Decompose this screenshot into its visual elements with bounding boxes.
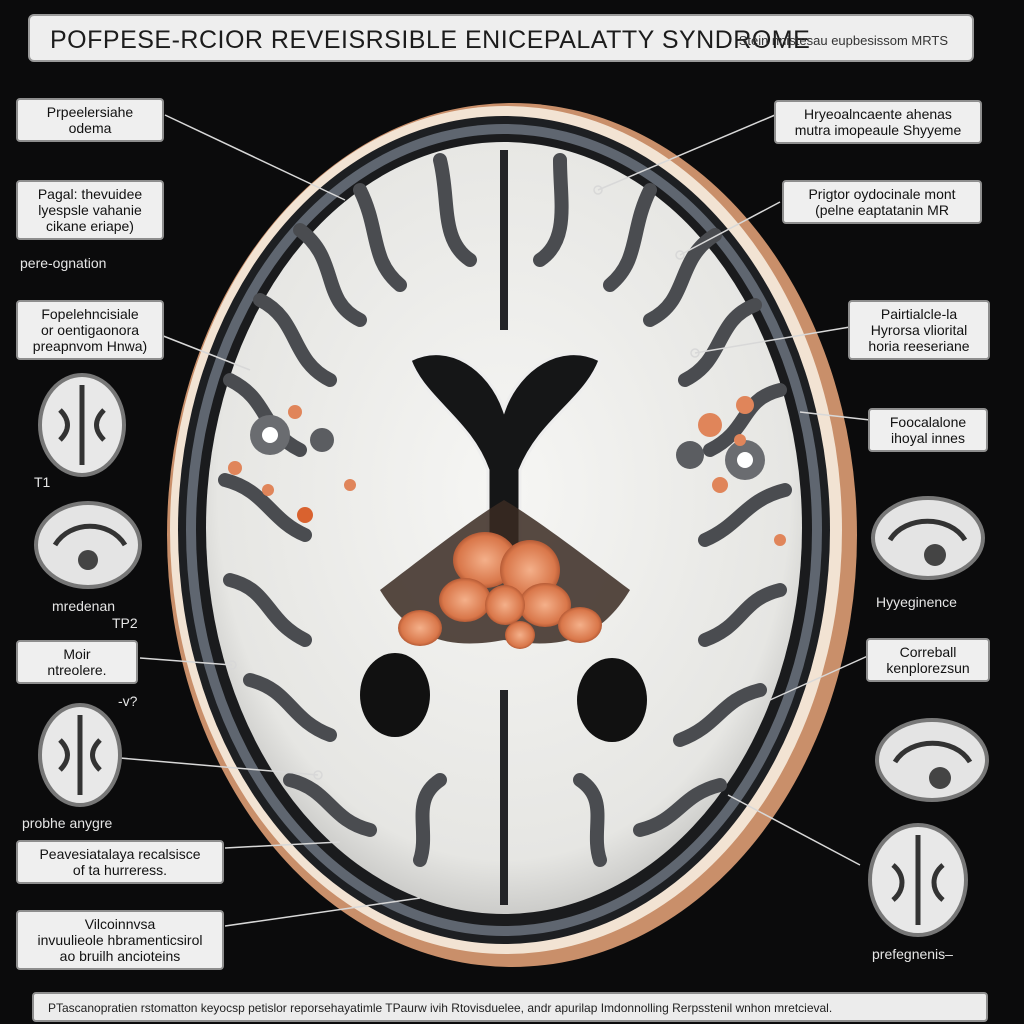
label-right-2: Prigtor oydocinale mont(pelne eaptatanin… [782, 180, 982, 224]
leader-lines [119, 114, 871, 927]
brain-sagittal-thumb-icon [34, 501, 142, 589]
brain-tissue [206, 142, 802, 914]
brain-axial-thumb-icon [38, 373, 126, 477]
note-probhe: probhe anygre [22, 815, 113, 831]
note-prefegnenis: prefegnenis– [872, 946, 953, 962]
brain-axial-thumb-icon [868, 823, 968, 937]
page-title: POFPESE-RCIOR REVEISRSIBLE ENICEPALATTY … [50, 26, 811, 54]
note-hyperintense: Hyyeginence [876, 594, 957, 610]
title-bar: POFPESE-RCIOR REVEISRSIBLE ENICEPALATTY … [28, 14, 974, 62]
brain-sagittal-thumb-icon [875, 718, 989, 802]
page-subtitle: Stein nnistesau eupbesissom MRTS [738, 33, 948, 48]
lesions [228, 396, 786, 649]
note-pere: pere-ognation [20, 255, 107, 271]
note-t1: T1 [34, 474, 51, 490]
brain-axial-thumb-icon [38, 703, 122, 807]
note-v: -v? [118, 693, 138, 709]
note-tp2: TP2 [112, 615, 138, 631]
footer-caption: PTascanopratien rstomatton keyocsp petis… [32, 992, 988, 1022]
brain-sagittal-thumb-icon [871, 496, 985, 580]
note-mredenan: mredenan [52, 598, 116, 614]
